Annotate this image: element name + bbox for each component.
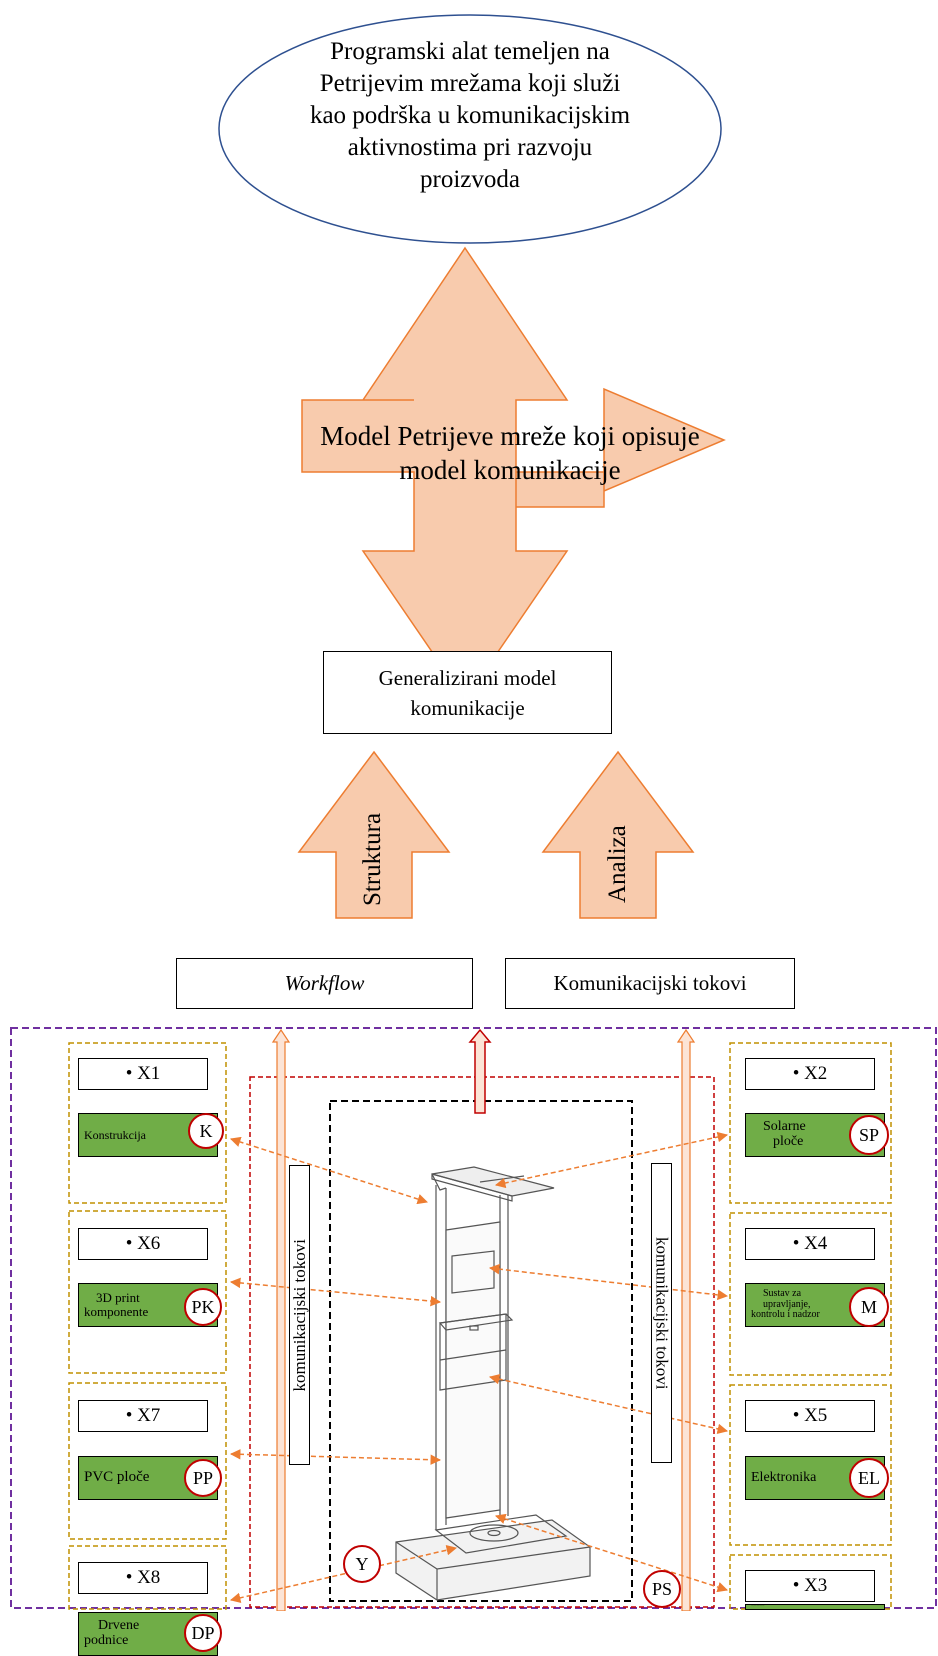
right-vertical-flow-label: komunikacijski tokovi — [651, 1163, 672, 1463]
structure-arrow — [297, 750, 451, 919]
analysis-arrow — [541, 750, 695, 919]
top-ellipse-text: Programski alat temeljen na Petrijevim m… — [260, 36, 680, 196]
generalized-line: Generalizirani model — [378, 665, 557, 690]
left-flow-arrow — [271, 1028, 291, 1611]
product-sketch — [395, 1166, 591, 1601]
x6-code-circle: PK — [184, 1288, 222, 1326]
x3-label-line: Vijci, matice i — [751, 1606, 757, 1608]
left-vertical-text: komunikacijski tokovi — [289, 1238, 309, 1392]
group-x5 — [729, 1384, 892, 1546]
right-flow-arrow — [676, 1028, 696, 1611]
x1-code-circle: K — [188, 1113, 224, 1149]
x2-label-line: ploče — [773, 1134, 804, 1149]
x3-box: • X3 — [745, 1570, 875, 1602]
x5-box: • X5 — [745, 1400, 875, 1432]
diagram-graphics — [10, 14, 937, 1611]
x3-code: DD — [762, 1606, 765, 1608]
x3-label-line: dodatni dijelovi — [756, 1606, 763, 1608]
workflow-box: Workflow — [176, 958, 473, 1009]
ellipse-line: aktivnostima pri razvoju — [347, 134, 593, 161]
x3-label-box: Vijci, matice i dodatni dijelovi DD — [745, 1604, 885, 1610]
communication-flows-label: Komunikacijski tokovi — [553, 971, 747, 995]
group-x1 — [68, 1042, 227, 1204]
generalized-model-box: Generalizirani model komunikacije — [323, 651, 612, 734]
x1-box: • X1 — [78, 1058, 208, 1090]
group-x6 — [68, 1210, 227, 1374]
outer-system-boundary — [10, 1027, 937, 1609]
x4-box: • X4 — [745, 1228, 875, 1260]
group-x3 — [729, 1554, 892, 1610]
x2-box: • X2 — [745, 1058, 875, 1090]
workflow-label: Workflow — [284, 971, 365, 995]
top-ellipse-shape — [218, 14, 722, 244]
connector-m — [488, 1263, 729, 1301]
petri-model-label: Model Petrijeve mreže koji opisuje model… — [290, 419, 730, 487]
connector-pp — [229, 1449, 442, 1465]
communication-flows-box: Komunikacijski tokovi — [505, 958, 795, 1009]
center-flow-arrow — [468, 1028, 492, 1114]
connectors — [229, 1131, 729, 1603]
ellipse-line: Petrijevim mrežama koji služi — [319, 70, 621, 97]
x8-box: • X8 — [78, 1562, 208, 1594]
ellipse-line: Programski alat temeljen na — [330, 38, 610, 65]
x7-code-circle: PP — [184, 1459, 222, 1497]
product-boundary — [329, 1100, 633, 1602]
x5-label: Elektronika — [751, 1469, 817, 1485]
connector-el — [488, 1373, 729, 1435]
diagram-canvas: Programski alat temeljen na Petrijevim m… — [10, 14, 937, 1656]
group-x4 — [729, 1212, 892, 1376]
x4-label-line: upravljanje, — [763, 1298, 811, 1310]
x7-box: • X7 — [78, 1400, 208, 1432]
x6-label-line: 3D print — [96, 1290, 140, 1306]
structure-label: Struktura — [359, 812, 386, 906]
x8-label-line: podnice — [84, 1633, 129, 1648]
x8-label-line: Drvene — [98, 1618, 140, 1634]
right-vertical-text: komunikacijski tokovi — [652, 1236, 672, 1390]
connector-sp — [494, 1131, 729, 1189]
analysis-label: Analiza — [604, 825, 631, 903]
x7-label: PVC ploče — [84, 1469, 150, 1486]
left-vertical-flow-label: komunikacijski tokovi — [289, 1165, 310, 1465]
x4-label-line: kontrolu i nadzor — [751, 1309, 820, 1321]
group-x7 — [68, 1382, 227, 1540]
x6-box: • X6 — [78, 1228, 208, 1260]
petri-model-double-arrow — [301, 246, 726, 702]
x4-code-circle: M — [849, 1287, 889, 1327]
system-marker: PS — [643, 1570, 681, 1608]
group-x2 — [729, 1042, 892, 1204]
x8-code-circle: DP — [184, 1614, 222, 1652]
petri-line: model komunikacije — [399, 455, 621, 485]
petri-line: Model Petrijeve mreže koji opisuje — [320, 421, 700, 451]
connector-pk — [229, 1277, 442, 1307]
generalized-line: komunikacije — [410, 695, 525, 720]
x1-label: Konstrukcija — [84, 1127, 146, 1142]
connector-dd — [495, 1513, 728, 1593]
x2-code-circle: SP — [849, 1115, 889, 1155]
x5-code-circle: EL — [849, 1458, 889, 1498]
connector-k — [230, 1136, 428, 1205]
group-x8 — [68, 1545, 227, 1610]
x4-label-line: Sustav za — [763, 1288, 802, 1300]
x2-label-line: Solarne — [763, 1119, 806, 1135]
ellipse-line: kao podrška u komunikacijskim — [309, 102, 631, 129]
ellipse-line: proizvoda — [420, 166, 520, 193]
product-marker: Y — [343, 1545, 381, 1583]
x6-label-line: komponente — [84, 1304, 149, 1319]
connector-dp — [229, 1545, 458, 1603]
